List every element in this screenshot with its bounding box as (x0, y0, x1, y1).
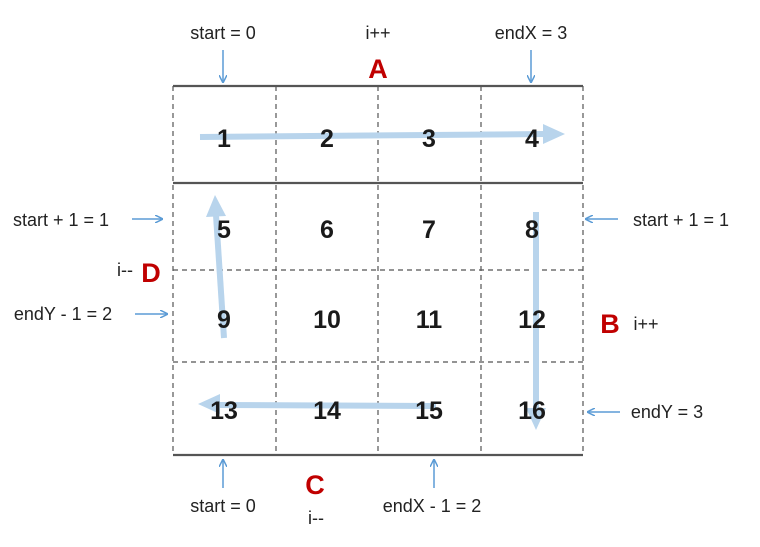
cell-9: 9 (217, 306, 231, 334)
label-right-start-plus-one: start + 1 = 1 (633, 210, 729, 230)
annotation-labels: start = 0 i++ endX = 3 start + 1 = 1 i--… (13, 23, 729, 528)
label-top-increment: i++ (365, 23, 390, 43)
label-left-decrement: i-- (117, 260, 133, 280)
cell-14: 14 (313, 397, 341, 425)
cell-5: 5 (217, 216, 231, 244)
label-right-increment: i++ (633, 314, 658, 334)
traversal-arrow-b (526, 212, 546, 430)
cell-7: 7 (422, 216, 436, 244)
matrix-grid (172, 84, 584, 457)
traversal-arrow-c (198, 394, 437, 414)
section-label-b: B (600, 309, 620, 339)
section-label-d: D (141, 258, 161, 288)
cell-8: 8 (525, 216, 539, 244)
cell-1: 1 (217, 125, 231, 153)
traversal-arrow-a (199, 124, 565, 144)
label-bottom-decrement: i-- (308, 508, 324, 528)
cell-6: 6 (320, 216, 334, 244)
cell-16: 16 (518, 397, 546, 425)
cell-10: 10 (313, 306, 341, 334)
section-label-a: A (368, 54, 388, 84)
label-right-endy: endY = 3 (631, 402, 703, 422)
traversal-arrow-d (206, 195, 227, 339)
cell-3: 3 (422, 125, 436, 153)
pointer-arrows (132, 50, 620, 488)
label-left-endy-minus-one: endY - 1 = 2 (14, 304, 112, 324)
cell-2: 2 (320, 125, 334, 153)
cell-12: 12 (518, 306, 546, 334)
cell-11: 11 (416, 306, 443, 334)
cell-4: 4 (525, 125, 539, 153)
section-label-c: C (305, 470, 325, 500)
label-left-start-plus-one: start + 1 = 1 (13, 210, 109, 230)
cell-13: 13 (210, 397, 238, 425)
cell-15: 15 (415, 397, 443, 425)
matrix-cells: 1 2 3 4 5 6 7 8 9 10 11 12 13 14 15 16 (210, 125, 546, 425)
label-top-endx: endX = 3 (495, 23, 568, 43)
label-bottom-endx-minus-one: endX - 1 = 2 (383, 496, 482, 516)
traversal-arrows (198, 124, 565, 430)
label-top-start: start = 0 (190, 23, 256, 43)
section-labels: A B C D (141, 54, 620, 500)
label-bottom-start: start = 0 (190, 496, 256, 516)
